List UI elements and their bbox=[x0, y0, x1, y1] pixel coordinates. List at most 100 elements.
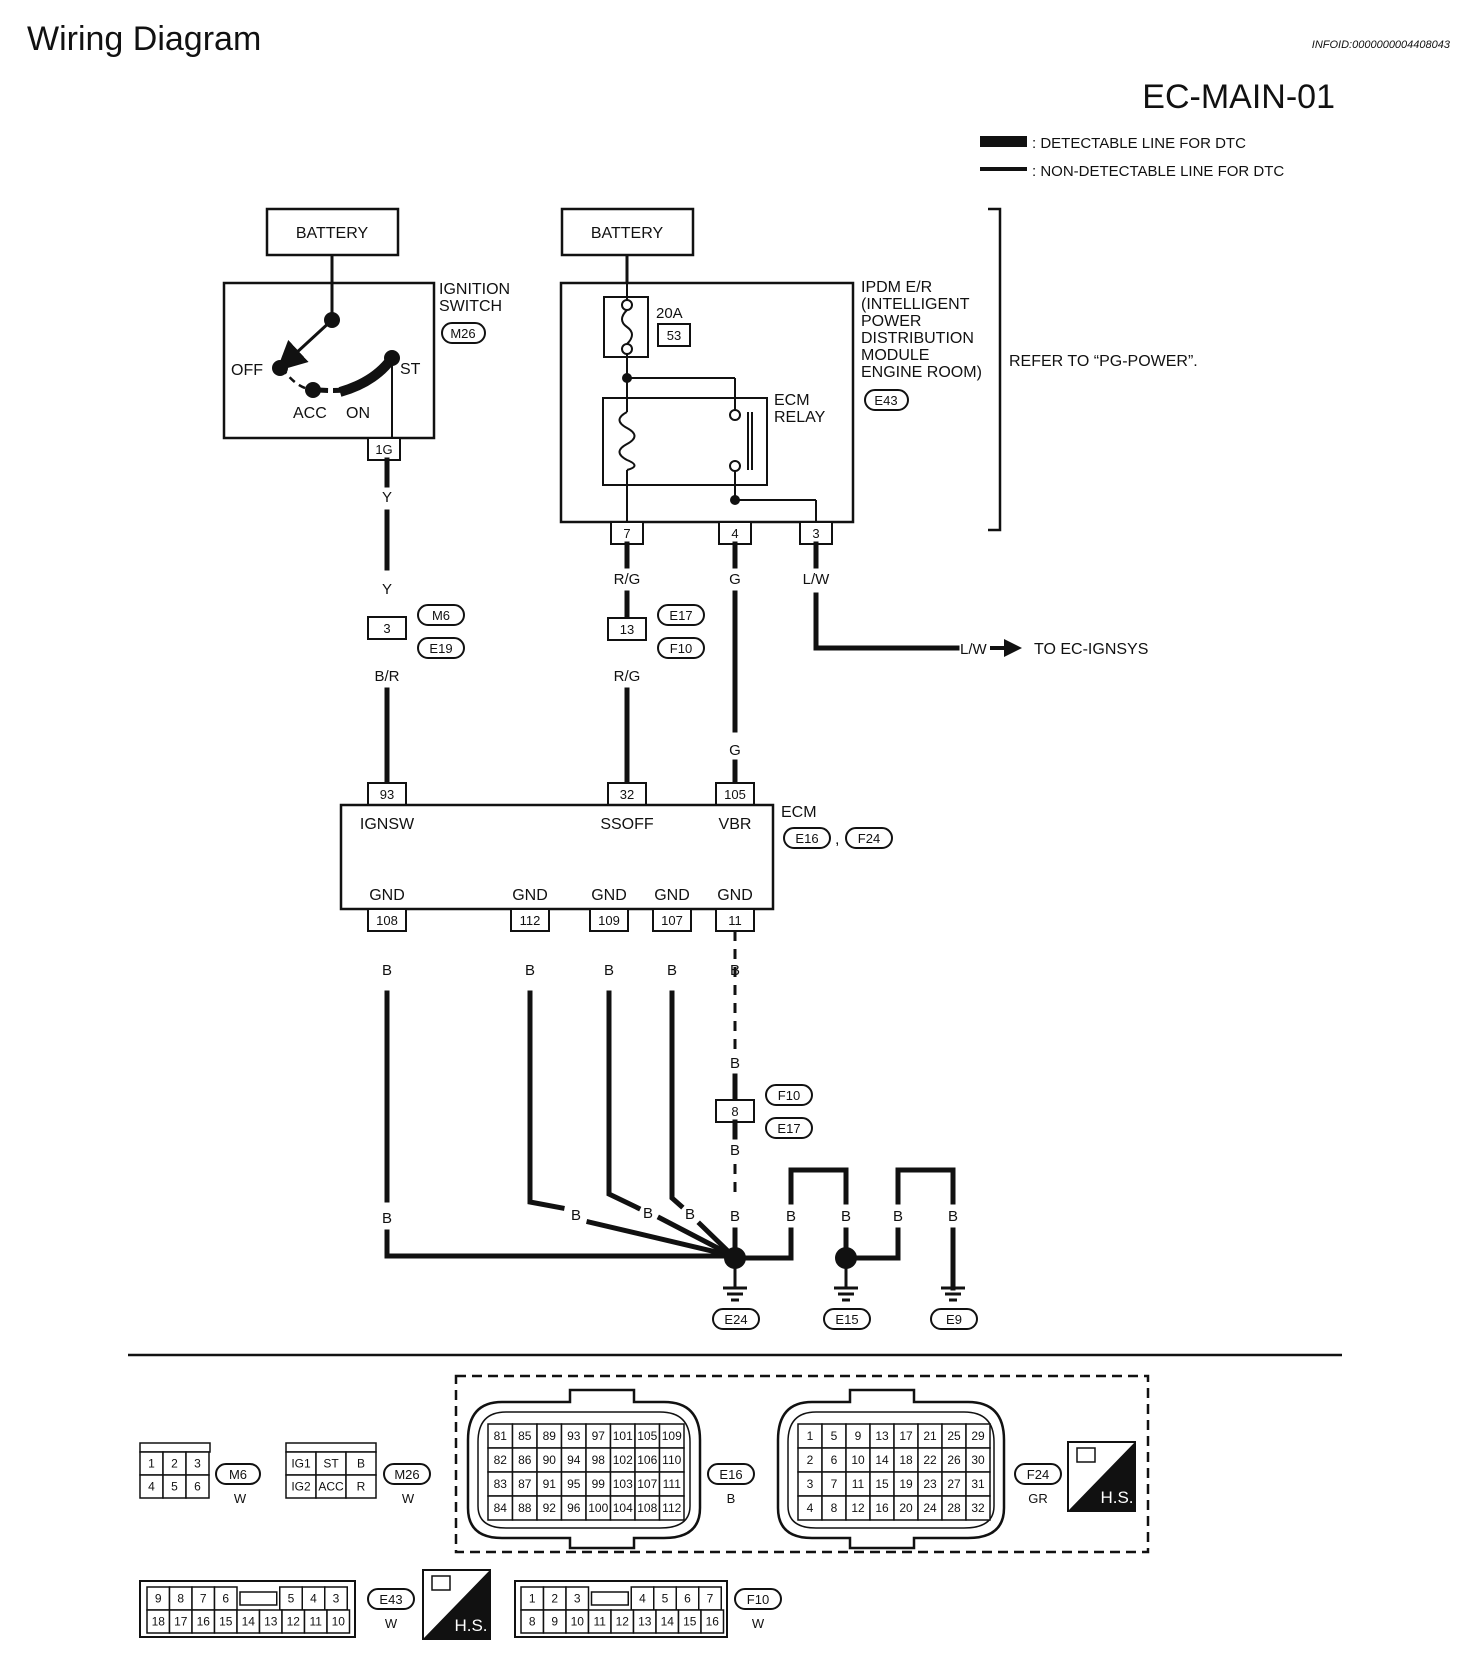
wire-color-b: B bbox=[604, 962, 614, 979]
connector-pin-number: 6 bbox=[684, 1592, 691, 1606]
ecm-pin-112: 112 bbox=[520, 913, 541, 928]
connector-pin-number: 23 bbox=[923, 1477, 937, 1491]
connector-pin-number: 8 bbox=[177, 1592, 184, 1606]
wire-color-g: G bbox=[729, 742, 741, 759]
joint-conn-bot: E17 bbox=[777, 1121, 800, 1136]
wire-color-lw: L/W bbox=[960, 641, 988, 658]
connector-cavity bbox=[658, 1471, 685, 1497]
connector-pin-number: 105 bbox=[637, 1429, 657, 1443]
ecm-label-vbr: VBR bbox=[719, 816, 752, 833]
connector-cavity bbox=[487, 1423, 514, 1449]
connector-pin-number: 13 bbox=[875, 1429, 889, 1443]
connector-pin-number: 11 bbox=[310, 1615, 323, 1629]
connector-pin-number: 7 bbox=[200, 1592, 207, 1606]
battery-label: BATTERY bbox=[591, 225, 664, 242]
connector-pin-number: 1 bbox=[148, 1457, 155, 1471]
relay-name-1: ECM bbox=[774, 392, 810, 409]
connector-pin-number: 98 bbox=[592, 1453, 606, 1467]
connector-pin-number: 10 bbox=[332, 1615, 346, 1629]
hs-badge: H.S. bbox=[422, 1569, 491, 1640]
connector-pin-number: 5 bbox=[662, 1592, 669, 1606]
connector-cavity bbox=[965, 1495, 991, 1521]
connector-cavity bbox=[511, 1471, 538, 1497]
ground-wiring: B B B B B B B B B B 8 F10 E17 B B bbox=[382, 931, 978, 1330]
connector-pin-number: 6 bbox=[222, 1592, 229, 1606]
harness-icon bbox=[1076, 1447, 1096, 1463]
connector-f24-color: GR bbox=[1028, 1491, 1048, 1506]
connector-pin-number: 27 bbox=[947, 1477, 961, 1491]
joint-conn-top: F10 bbox=[778, 1088, 800, 1103]
connector-pin-number: 89 bbox=[543, 1429, 557, 1443]
connector-pin-number: 12 bbox=[616, 1615, 630, 1629]
ecm-gnd-label: GND bbox=[369, 887, 405, 904]
ecm-connector-separator: , bbox=[835, 831, 839, 848]
to-ec-ignsys: TO EC-IGNSYS bbox=[1034, 641, 1148, 658]
ecm-label-ssoff: SSOFF bbox=[600, 816, 654, 833]
joint-pin: 3 bbox=[383, 621, 390, 636]
connector-pin-number: 9 bbox=[551, 1615, 558, 1629]
ipdm-name-5: ENGINE ROOM) bbox=[861, 364, 982, 381]
connector-pin-number: 6 bbox=[831, 1453, 838, 1467]
connector-pin-number: 82 bbox=[494, 1453, 508, 1467]
wire-color-b: B bbox=[730, 1142, 740, 1159]
connector-pin-number: 9 bbox=[855, 1429, 862, 1443]
harness-connector-group bbox=[454, 1374, 1150, 1554]
connector-pin-number: 19 bbox=[899, 1477, 913, 1491]
connector-pin-number: R bbox=[357, 1480, 366, 1494]
connector-pin-number: 26 bbox=[947, 1453, 961, 1467]
ecm-gnd-label: GND bbox=[654, 887, 690, 904]
connector-pin-number: 93 bbox=[567, 1429, 581, 1443]
connector-cavity bbox=[511, 1447, 538, 1473]
connector-pin-number: 29 bbox=[971, 1429, 985, 1443]
connector-pin-number: 17 bbox=[899, 1429, 913, 1443]
connector-f10-id: F10 bbox=[747, 1592, 769, 1607]
battery-left: BATTERY bbox=[265, 207, 400, 257]
ecm-connector-1: E16 bbox=[795, 831, 818, 846]
ignition-name-1: IGNITION bbox=[439, 281, 510, 298]
connector-cavity bbox=[634, 1447, 661, 1473]
ipdm-pin-7: 7 bbox=[623, 526, 630, 541]
wire-color-y: Y bbox=[382, 581, 392, 598]
connector-pin-number: 24 bbox=[923, 1501, 937, 1515]
ign-on-label: ON bbox=[346, 405, 370, 422]
connector-pin-number: 13 bbox=[264, 1615, 278, 1629]
connector-latch bbox=[239, 1591, 278, 1606]
connector-cavity bbox=[345, 1474, 377, 1499]
connector-pin-number: 32 bbox=[971, 1501, 985, 1515]
connector-pin-number: 14 bbox=[661, 1615, 675, 1629]
refer-pg-power: REFER TO “PG-POWER”. bbox=[1009, 353, 1198, 370]
connector-pin-number: 3 bbox=[574, 1592, 581, 1606]
connector-cavity bbox=[869, 1495, 895, 1521]
connector-pin-number: 6 bbox=[194, 1480, 201, 1494]
connector-pin-number: 11 bbox=[594, 1615, 607, 1629]
connector-pin-number: 16 bbox=[875, 1501, 889, 1515]
ecm-pin-105: 105 bbox=[724, 787, 746, 802]
connector-pin-number: 11 bbox=[852, 1477, 865, 1491]
fuse-amp: 20A bbox=[656, 305, 683, 322]
joint-pin: 13 bbox=[620, 622, 634, 637]
connector-cavity bbox=[585, 1495, 612, 1521]
connector-pin-number: 83 bbox=[494, 1477, 508, 1491]
wire-color-b: B bbox=[685, 1206, 695, 1223]
connector-pin-number: 81 bbox=[494, 1429, 508, 1443]
ecm-name: ECM bbox=[781, 804, 817, 821]
ipdm-name-3: DISTRIBUTION bbox=[861, 330, 974, 347]
ipdm-er: 20A 53 ECM RELAY IPDM E/R (INTELLIGENT P… bbox=[559, 207, 1198, 545]
connector-cavity bbox=[487, 1471, 514, 1497]
connector-pin-number: 2 bbox=[551, 1592, 558, 1606]
ecm: 93 32 105 IGNSW SSOFF VBR GND GND GND GN… bbox=[339, 782, 893, 932]
connector-pin-number: 28 bbox=[947, 1501, 961, 1515]
joint-conn-top: E17 bbox=[669, 608, 692, 623]
connector-pin-number: 30 bbox=[971, 1453, 985, 1467]
connector-cavity bbox=[536, 1447, 563, 1473]
wire-ignsys: L/W L/W TO EC-IGNSYS bbox=[803, 541, 1148, 658]
connector-cavity bbox=[700, 1609, 725, 1634]
connector-pin-number: 5 bbox=[171, 1480, 178, 1494]
connector-cavity bbox=[609, 1423, 636, 1449]
connector-cavity bbox=[487, 1447, 514, 1473]
legend-non-detectable: : NON-DETECTABLE LINE FOR DTC bbox=[1032, 163, 1284, 180]
